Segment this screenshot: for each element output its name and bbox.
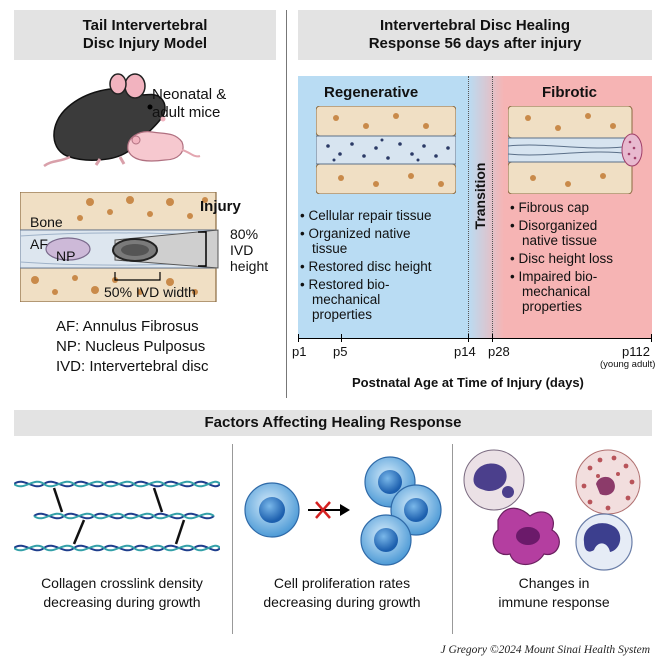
legend-af: AF: Annulus Fibrosus (56, 318, 199, 335)
right-title-line2: Response 56 days after injury (368, 35, 582, 52)
mice-illustration (43, 73, 201, 168)
panel-divider (286, 10, 287, 398)
width-label: 50% IVD width (104, 284, 196, 300)
factor-immune-caption: Changes in immune response (498, 575, 610, 610)
fibrotic-disc-illustration (508, 106, 643, 194)
mice-label-line2: adult mice (152, 104, 221, 121)
mice-label-line1: Neonatal & (152, 86, 227, 103)
regenerative-bullet-list: • Cellular repair tissue • Organized nat… (300, 208, 466, 322)
p14-dotted-line (468, 76, 469, 338)
transition-zone (468, 76, 504, 338)
tick-p1-mark (298, 334, 299, 342)
tick-p28: p28 (488, 344, 510, 359)
tick-p1: p1 (292, 344, 307, 359)
tick-p14: p14 (454, 344, 476, 359)
injury-label: Injury (200, 198, 241, 215)
tick-p28-mark (492, 334, 493, 342)
fibrotic-bullet-3: • Disc height loss (510, 251, 614, 266)
fibrotic-title: Fibrotic (542, 84, 597, 101)
factors-divider-1 (232, 444, 233, 634)
factors-header: Factors Affecting Healing Response (14, 410, 652, 436)
regenerative-title: Regenerative (324, 84, 419, 101)
p28-dotted-line (492, 76, 493, 338)
immune-cells-illustration (463, 449, 641, 571)
axis-label: Postnatal Age at Time of Injury (days) (352, 375, 584, 390)
timeline-axis (298, 338, 652, 339)
regen-bullet-1: • Cellular repair tissue (300, 208, 432, 223)
tick-p5: p5 (333, 344, 348, 359)
disc-injury-illustration (20, 192, 219, 302)
height-label-line2: IVD (230, 242, 254, 258)
tick-p5-mark (341, 334, 342, 342)
height-label-line3: height (230, 258, 269, 274)
regen-bullet-3: • Restored disc height (300, 259, 432, 274)
af-label: AF (30, 236, 48, 252)
credit-line: J Gregory ©2024 Mount Sinai Health Syste… (440, 644, 650, 656)
tick-p112: p112 (622, 344, 650, 359)
factor-collagen-caption: Collagen crosslink density decreasing du… (41, 575, 203, 610)
bone-label: Bone (30, 214, 63, 230)
tick-p112-mark (651, 334, 652, 342)
fibrous-cap-icon (621, 133, 643, 167)
pup-mouse (127, 131, 184, 162)
np-label: NP (56, 248, 76, 264)
legend-np: NP: Nucleus Pulposus (56, 338, 206, 355)
red-x-icon (315, 501, 331, 519)
left-panel-header: Tail Intervertebral Disc Injury Model (14, 10, 276, 60)
right-panel-header: Intervertebral Disc Healing Response 56 … (298, 10, 652, 60)
transition-label: Transition (472, 162, 488, 230)
legend-ivd: IVD: Intervertebral disc (56, 358, 209, 375)
young-adult-label: (young adult) (600, 359, 656, 370)
fibrotic-bullet-1: • Fibrous cap (510, 200, 590, 215)
cell-proliferation-illustration (244, 456, 442, 566)
height-label-line1: 80% (230, 226, 259, 242)
collagen-crosslink-illustration (14, 480, 220, 552)
left-title-line2: Disc Injury Model (82, 35, 208, 52)
lymphocyte-icon (583, 523, 621, 552)
factors-title: Factors Affecting Healing Response (204, 414, 462, 431)
factors-divider-2 (452, 444, 453, 634)
left-title-line1: Tail Intervertebral (82, 17, 208, 34)
factor-proliferation-caption: Cell proliferation rates decreasing duri… (263, 575, 421, 610)
tick-p14-mark (468, 334, 469, 342)
regenerative-disc-illustration (316, 106, 456, 194)
right-title-line1: Intervertebral Disc Healing (379, 17, 571, 34)
